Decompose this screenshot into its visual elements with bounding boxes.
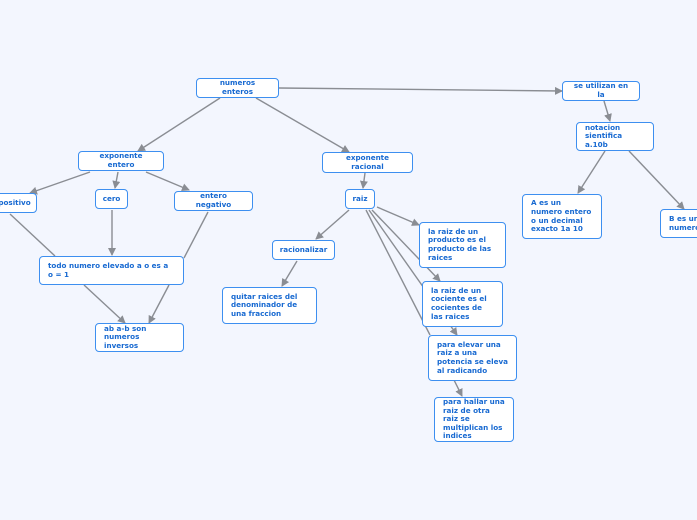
node-hallar-raiz[interactable]: para hallar una raiz de otra raiz se mul… (434, 397, 514, 442)
node-positivo[interactable]: positivo (0, 193, 37, 213)
node-raiz-cociente[interactable]: la raiz de un cociente es el cocientes d… (422, 281, 503, 327)
node-elevar-raiz[interactable]: para elevar una raiz a una potencia se e… (428, 335, 517, 381)
node-exponente-entero[interactable]: exponente entero (78, 151, 164, 171)
node-entero-negativo[interactable]: entero negativo (174, 191, 253, 211)
node-quitar-raices[interactable]: quitar raices del denominador de una fra… (222, 287, 317, 324)
node-b-es[interactable]: B es un numero (660, 209, 697, 238)
node-raiz-producto[interactable]: la raiz de un producto es el producto de… (419, 222, 506, 268)
node-cero[interactable]: cero (95, 189, 128, 209)
node-inversos[interactable]: ab a-b son numeros inversos (95, 323, 184, 352)
node-exponente-racional[interactable]: exponente racional (322, 152, 413, 173)
node-numeros-enteros[interactable]: numeros enteros (196, 78, 279, 98)
node-notacion[interactable]: notacion sientifica a.10b (576, 122, 654, 151)
node-todo-numero[interactable]: todo numero elevado a o es a o = 1 (39, 256, 184, 285)
node-raiz[interactable]: raiz (345, 189, 375, 209)
node-se-utilizan[interactable]: se utilizan en la (562, 81, 640, 101)
node-a-es[interactable]: A es un numero entero o un decimal exact… (522, 194, 602, 239)
node-racionalizar[interactable]: racionalizar (272, 240, 335, 260)
